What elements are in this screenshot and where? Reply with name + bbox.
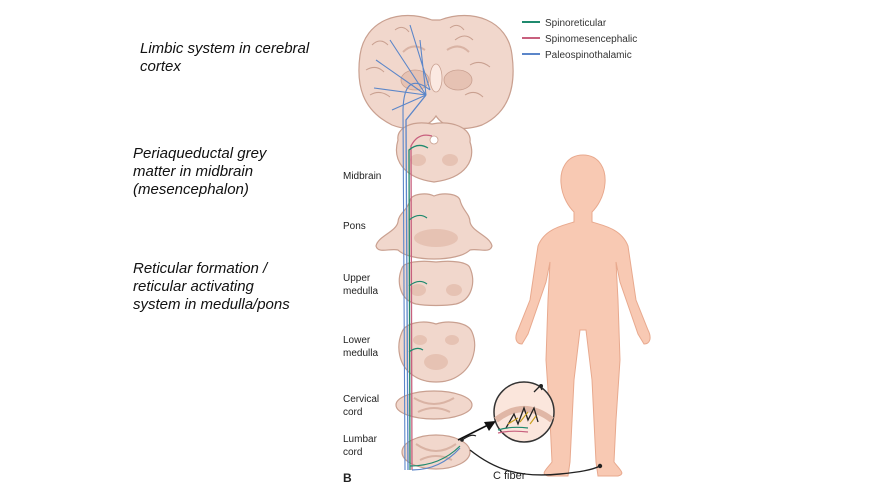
cerebrum-section bbox=[358, 14, 514, 129]
level-labels: Midbrain Pons Upper medulla Lower medull… bbox=[343, 171, 381, 485]
legend-label-spinomesencephalic: Spinomesencephalic bbox=[545, 34, 637, 45]
spinomesencephalic-tract bbox=[410, 134, 433, 471]
label-c-fiber: C fiber bbox=[493, 470, 526, 482]
label-midbrain: Midbrain bbox=[343, 171, 381, 182]
ascending-tracts bbox=[373, 24, 461, 471]
panel-letter: B bbox=[343, 471, 352, 485]
label-lumbar-cord-1: Lumbar bbox=[343, 434, 378, 445]
inset-arrow bbox=[457, 421, 496, 441]
label-lumbar-cord-2: cord bbox=[343, 447, 362, 458]
midbrain-section bbox=[396, 122, 473, 183]
pons-section bbox=[375, 193, 493, 260]
label-cervical-cord-2: cord bbox=[343, 407, 362, 418]
legend-label-spinoreticular: Spinoreticular bbox=[545, 18, 607, 29]
annotation-limbic: Limbic system in cerebral cortex bbox=[140, 40, 310, 75]
lumbar-cord-section bbox=[401, 434, 471, 470]
label-lower-medulla-2: medulla bbox=[343, 348, 378, 359]
annotation-reticular: Reticular formation / reticular activati… bbox=[133, 260, 290, 313]
label-upper-medulla-1: Upper bbox=[343, 273, 371, 284]
spinoreticular-tract bbox=[408, 144, 429, 471]
label-lower-medulla-1: Lower bbox=[343, 335, 371, 346]
c-fiber-nerve: C fiber bbox=[460, 434, 603, 482]
label-upper-medulla-2: medulla bbox=[343, 286, 378, 297]
lower-medulla-section bbox=[398, 321, 476, 383]
annotation-periaqueductal: Periaqueductal grey matter in midbrain (… bbox=[133, 145, 267, 198]
upper-medulla-section bbox=[398, 260, 474, 307]
cervical-cord-section bbox=[395, 390, 473, 420]
label-cervical-cord-1: Cervical bbox=[343, 394, 379, 405]
skin-inset bbox=[493, 381, 555, 443]
legend: Spinoreticular Spinomesencephalic Paleos… bbox=[522, 18, 637, 61]
label-pons: Pons bbox=[343, 221, 366, 232]
legend-label-paleospinothalamic: Paleospinothalamic bbox=[545, 50, 632, 61]
paleospinothalamic-tract bbox=[405, 94, 427, 471]
